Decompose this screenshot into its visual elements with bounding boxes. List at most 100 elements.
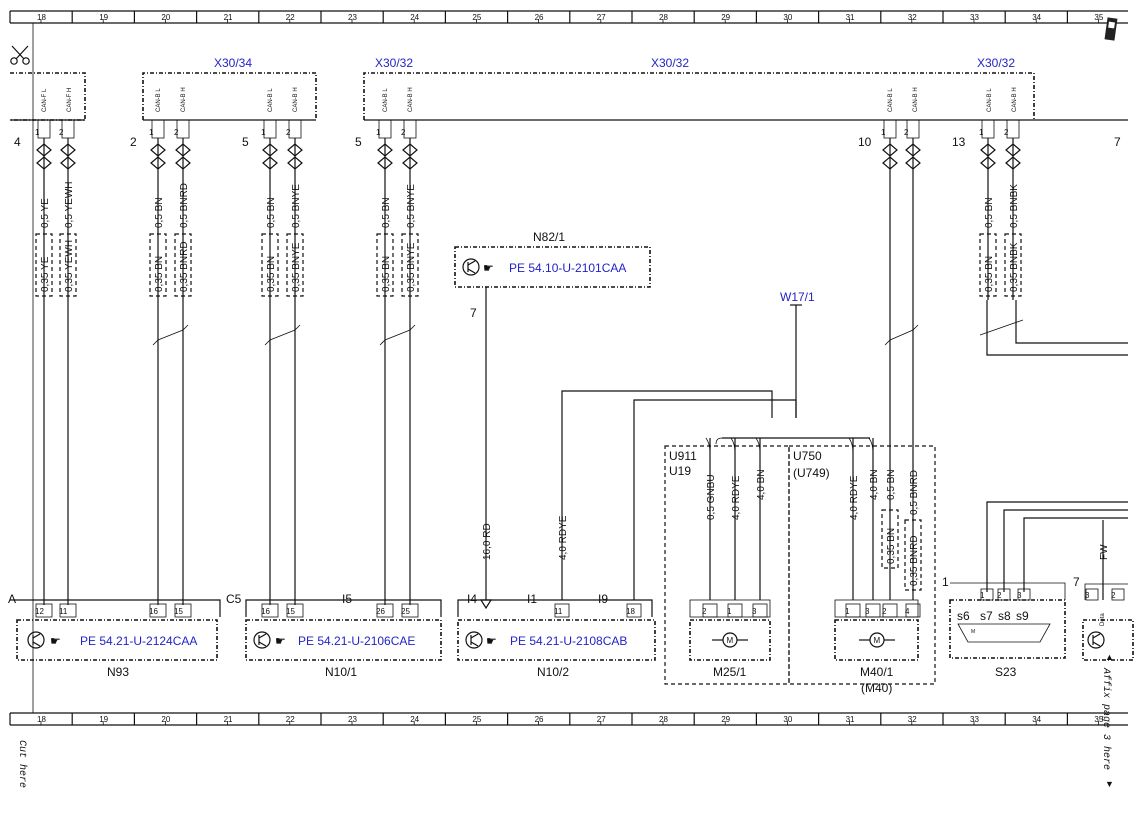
- component-pin-number: 3: [752, 607, 757, 616]
- s23-pin-number: 3: [1017, 591, 1022, 600]
- component-s23[interactable]: s6 s7 s8 s9 M S23: [949, 582, 1066, 679]
- n82-1-link[interactable]: PE 54.10-U-2101CAA: [509, 261, 626, 275]
- m40-1-label: M40/1: [860, 665, 894, 679]
- can-block-3: [363, 72, 1035, 121]
- wire-label: 0,35 BNBK: [1009, 242, 1020, 292]
- grid-column-30: 30: [783, 715, 792, 724]
- conn-c5: C5: [226, 592, 242, 606]
- wire-label: 4,0 RDYE: [731, 475, 742, 520]
- bus-pin-number: 1: [979, 128, 984, 137]
- corner-mark-icon: [1104, 17, 1118, 41]
- n93-link[interactable]: PE 54.21-U-2124CAA: [80, 634, 197, 648]
- n82-1-box[interactable]: [454, 246, 651, 288]
- bus-pin-number: 2: [286, 128, 291, 137]
- component-pin-number: 2: [882, 607, 887, 616]
- bus-pin-number: 1: [149, 128, 154, 137]
- wire-label: 0,5 YE: [40, 198, 51, 228]
- bus-pin-number: 1: [35, 128, 40, 137]
- connector-w17-1[interactable]: W17/1: [780, 290, 815, 304]
- bus-pin-4: 4: [14, 135, 21, 149]
- affix-here-text: Affix page 3 here: [1100, 667, 1112, 770]
- wire-label: 0,35 BN: [984, 256, 995, 292]
- scissors-icon: [10, 45, 30, 65]
- s23-s6: s6: [957, 609, 970, 623]
- grid-column-18: 18: [37, 13, 46, 22]
- transistor-icon: [465, 631, 483, 649]
- connector-x30-32-a[interactable]: X30/32: [375, 56, 413, 70]
- component-pin-number: 1: [727, 607, 732, 616]
- grid-column-32: 32: [908, 715, 917, 724]
- grid-column-35: 35: [1094, 13, 1103, 22]
- transistor-icon: [1087, 631, 1105, 649]
- component-pin-number: 15: [174, 607, 183, 616]
- component-partial-right[interactable]: Deta: [1082, 583, 1134, 661]
- hand-pointer-icon: ☛: [486, 634, 497, 648]
- grid-column-27: 27: [597, 715, 606, 724]
- wire-label: 0,35 YE: [40, 256, 51, 292]
- component-pin-number: 16: [149, 607, 158, 616]
- wire-label: 4,0 BN: [869, 469, 880, 500]
- conn-i5: I5: [342, 592, 352, 606]
- grid-column-34: 34: [1032, 715, 1041, 724]
- component-pin-number: 16: [261, 607, 270, 616]
- grid-column-19: 19: [99, 13, 108, 22]
- component-m25-1[interactable]: M M25/1: [689, 599, 771, 679]
- bus-pin-number: 2: [401, 128, 406, 137]
- connector-x30-32-b[interactable]: X30/32: [651, 56, 689, 70]
- can-b-l-label: CAN-B L: [268, 88, 274, 112]
- grid-column-34: 34: [1032, 13, 1041, 22]
- wire-label: 0,35 BN: [886, 528, 897, 564]
- motor-m-label: M: [727, 636, 734, 645]
- conn-i1: I1: [527, 592, 537, 606]
- grid-column-33: 33: [970, 13, 979, 22]
- wire-label: 0,35 BNRD: [179, 241, 190, 292]
- grid-column-23: 23: [348, 715, 357, 724]
- n10-2-link[interactable]: PE 54.21-U-2108CAB: [510, 634, 627, 648]
- hand-pointer-icon: ☛: [50, 634, 61, 648]
- wire-label: 0,5 BN: [266, 197, 277, 228]
- grid-column-22: 22: [286, 13, 295, 22]
- s23-pin-number: 2: [997, 591, 1002, 600]
- splice-u19-label: U19: [669, 464, 691, 478]
- n10-2-label: N10/2: [537, 665, 569, 679]
- n10-1-link[interactable]: PE 54.21-U-2106CAE: [298, 634, 415, 648]
- bus-pin-number: 2: [174, 128, 179, 137]
- component-m40-1[interactable]: M M40/1 (M40): [834, 599, 919, 695]
- s23-pin-number: 1: [980, 591, 985, 600]
- wire-label: FW: [1099, 544, 1110, 560]
- can-b-l-label: CAN-B L: [383, 88, 389, 112]
- wire-label: 0,35 BN: [381, 256, 392, 292]
- component-n93[interactable]: ☛ PE 54.21-U-2124CAA N93: [10, 599, 221, 679]
- can-b-l-label: CAN-B L: [888, 88, 894, 112]
- component-n10-1[interactable]: ☛ PE 54.21-U-2106CAE N10/1: [245, 599, 442, 679]
- bus-pin-number: 2: [904, 128, 909, 137]
- component-pin-number: 15: [286, 607, 295, 616]
- wire-label: 0,5 YEWH: [64, 182, 75, 229]
- component-pin-number: 26: [376, 607, 385, 616]
- grid-column-33: 33: [970, 715, 979, 724]
- wire-label: 0,35 BNYE: [291, 242, 302, 292]
- can-b-h-label: CAN-B H: [1012, 87, 1018, 112]
- s23-s7: s7: [980, 609, 993, 623]
- connector-x30-34[interactable]: X30/34: [214, 56, 252, 70]
- grid-column-28: 28: [659, 13, 668, 22]
- wire-label: 0,5 BNRD: [909, 470, 920, 515]
- affix-arrow-down-icon: ▼: [1105, 779, 1114, 789]
- component-n10-2[interactable]: ☛ PE 54.21-U-2108CAB N10/2: [457, 599, 656, 679]
- connector-x30-32-c[interactable]: X30/32: [977, 56, 1015, 70]
- component-pin-number: 2: [702, 607, 707, 616]
- conn-i9: I9: [598, 592, 608, 606]
- wire-label: 4,0 RDYE: [558, 515, 569, 560]
- n82-pin-7: 7: [470, 306, 477, 320]
- grid-column-26: 26: [535, 13, 544, 22]
- wire-label: 0,35 BNRD: [909, 535, 920, 586]
- wire-label: 0,5 BN: [381, 197, 392, 228]
- bus-pin-10: 10: [858, 135, 872, 149]
- splice-u750-box: [788, 445, 936, 685]
